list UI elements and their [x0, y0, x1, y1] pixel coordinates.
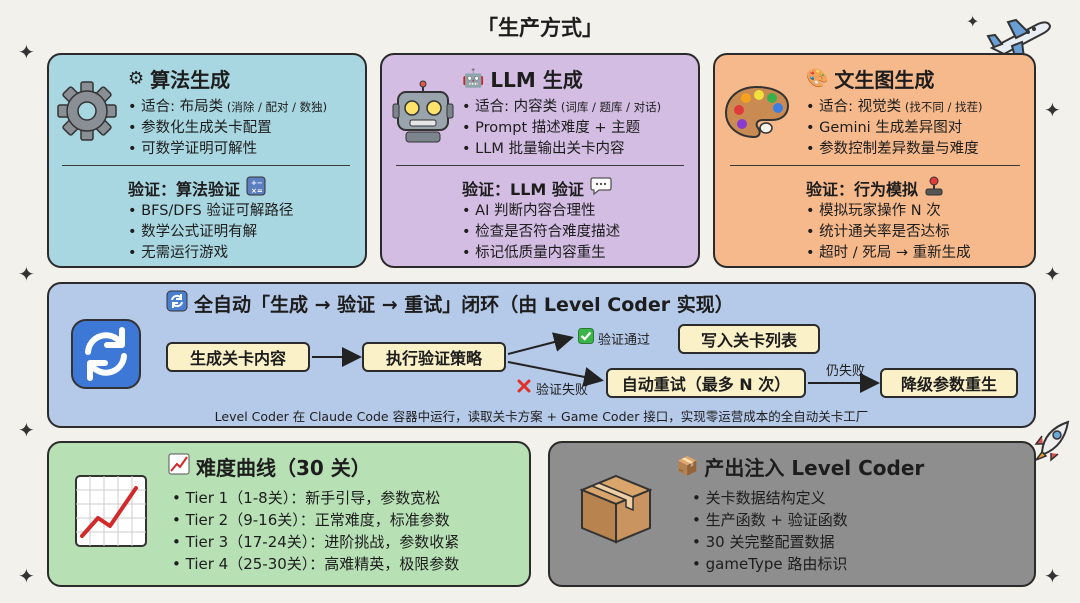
- list-item: Prompt 描述难度 + 主题: [462, 118, 661, 139]
- airplane-icon: [986, 14, 1054, 66]
- step-retry: 自动重试（最多 N 次）: [606, 368, 806, 398]
- step-verify: 执行验证策略: [362, 342, 506, 372]
- list-item: 模拟玩家操作 N 次: [806, 201, 971, 222]
- list-item: 生产函数 + 验证函数: [692, 509, 848, 531]
- divider: [62, 165, 350, 166]
- list-item: 检查是否符合难度描述: [462, 222, 620, 243]
- robot-icon: [392, 80, 454, 148]
- sparkle-icon: ✦: [1044, 262, 1061, 286]
- package-icon: [578, 472, 654, 550]
- img-verify-title: 验证：行为模拟: [806, 176, 944, 200]
- list-item: 参数控制差异数量与难度: [806, 139, 983, 160]
- algo-title: ⚙ 算法生成: [128, 68, 231, 92]
- list-item: 可数学证明可解性: [128, 139, 327, 160]
- sparkle-icon: ✦: [966, 12, 980, 31]
- refresh-icon: [70, 318, 142, 394]
- joystick-icon: [924, 176, 944, 200]
- list-item: 无需运行游戏: [128, 243, 293, 264]
- llm-verify-list: AI 判断内容合理性 检查是否符合难度描述 标记低质量内容重生: [462, 201, 620, 264]
- palette-icon: 🎨: [806, 68, 829, 89]
- sparkle-icon: ✦: [1044, 98, 1061, 122]
- output-title: 📦 产出注入 Level Coder: [676, 456, 925, 480]
- cross-icon: [516, 378, 532, 398]
- sparkle-icon: ✦: [18, 262, 35, 286]
- rocket-icon: [1033, 418, 1074, 466]
- list-item: Gemini 生成差异图对: [806, 118, 983, 139]
- refresh-icon: [166, 290, 188, 317]
- list-item: Tier 2（9-16关）：正常难度，标准参数: [172, 509, 459, 531]
- step-write: 写入关卡列表: [678, 324, 820, 354]
- still-fail-label: 仍失败: [826, 364, 866, 379]
- speech-bubble-icon: [590, 176, 612, 200]
- list-item: 数学公式证明有解: [128, 222, 293, 243]
- output-list: 关卡数据结构定义 生产函数 + 验证函数 30 关完整配置数据 gameType…: [692, 487, 848, 575]
- step-downgrade: 降级参数重生: [880, 368, 1018, 398]
- list-item: 30 关完整配置数据: [692, 531, 848, 553]
- page-title: 「生产方式」: [477, 16, 603, 40]
- list-item: 关卡数据结构定义: [692, 487, 848, 509]
- step-generate: 生成关卡内容: [166, 342, 310, 372]
- chart-icon: [168, 453, 190, 480]
- list-item: 超时 / 死局 → 重新生成: [806, 243, 970, 264]
- loop-title: 全自动「生成 → 验证 → 重试」闭环（由 Level Coder 实现）: [166, 290, 734, 317]
- list-item: Tier 1（1-8关）：新手引导，参数宽松: [172, 487, 459, 509]
- chart-icon: [74, 474, 148, 552]
- algo-verify-title: 验证：算法验证 +−×=: [128, 176, 266, 200]
- calculator-icon: +−×=: [246, 176, 266, 200]
- difficulty-list: Tier 1（1-8关）：新手引导，参数宽松 Tier 2（9-16关）：正常难…: [172, 487, 460, 575]
- list-item: 统计通关率是否达标: [806, 222, 971, 243]
- list-item: AI 判断内容合理性: [462, 201, 620, 222]
- sparkle-icon: ✦: [18, 564, 35, 588]
- llm-feature-list: 适合: 内容类 (词库 / 题库 / 对话) Prompt 描述难度 + 主题 …: [462, 97, 661, 160]
- svg-text:+−: +−: [251, 179, 263, 187]
- sparkle-icon: ✦: [18, 40, 35, 64]
- list-item: BFS/DFS 验证可解路径: [128, 201, 293, 222]
- llm-title: 🤖 LLM 生成: [462, 68, 583, 92]
- divider: [730, 165, 1020, 166]
- check-icon: [578, 328, 594, 348]
- list-item: 适合: 内容类 (词库 / 题库 / 对话): [462, 97, 661, 118]
- img-verify-list: 模拟玩家操作 N 次 统计通关率是否达标 超时 / 死局 → 重新生成: [806, 201, 971, 264]
- package-icon: 📦: [676, 456, 699, 477]
- list-item: Tier 3（17-24关）：进阶挑战，参数收紧: [172, 531, 460, 553]
- loop-footnote: Level Coder 在 Claude Code 容器中运行，读取关卡方案 +…: [214, 409, 869, 424]
- list-item: Tier 4（25-30关）：高难精英，极限参数: [172, 553, 460, 575]
- sparkle-icon: ✦: [1044, 564, 1061, 588]
- difficulty-title: 难度曲线（30 关）: [168, 452, 371, 481]
- img-feature-list: 适合: 视觉类 (找不同 / 找茬) Gemini 生成差异图对 参数控制差异数…: [806, 97, 983, 160]
- fail-label: 验证失败: [516, 378, 588, 398]
- gear-icon: [56, 80, 118, 146]
- algo-verify-list: BFS/DFS 验证可解路径 数学公式证明有解 无需运行游戏: [128, 201, 293, 264]
- palette-icon: [724, 84, 790, 144]
- svg-text:×=: ×=: [251, 187, 263, 195]
- list-item: LLM 批量输出关卡内容: [462, 139, 661, 160]
- gear-icon: ⚙: [128, 68, 145, 89]
- list-item: gameType 路由标识: [692, 553, 848, 575]
- list-item: 适合: 布局类 (消除 / 配对 / 数独): [128, 97, 327, 118]
- pass-label: 验证通过: [578, 328, 650, 348]
- divider: [396, 165, 684, 166]
- sparkle-icon: ✦: [18, 418, 35, 442]
- llm-verify-title: 验证：LLM 验证: [462, 176, 612, 200]
- list-item: 参数化生成关卡配置: [128, 118, 327, 139]
- list-item: 标记低质量内容重生: [462, 243, 620, 264]
- robot-icon: 🤖: [462, 68, 485, 89]
- list-item: 适合: 视觉类 (找不同 / 找茬): [806, 97, 982, 118]
- img-title: 🎨 文生图生成: [806, 68, 935, 92]
- algo-feature-list: 适合: 布局类 (消除 / 配对 / 数独) 参数化生成关卡配置 可数学证明可解…: [128, 97, 327, 160]
